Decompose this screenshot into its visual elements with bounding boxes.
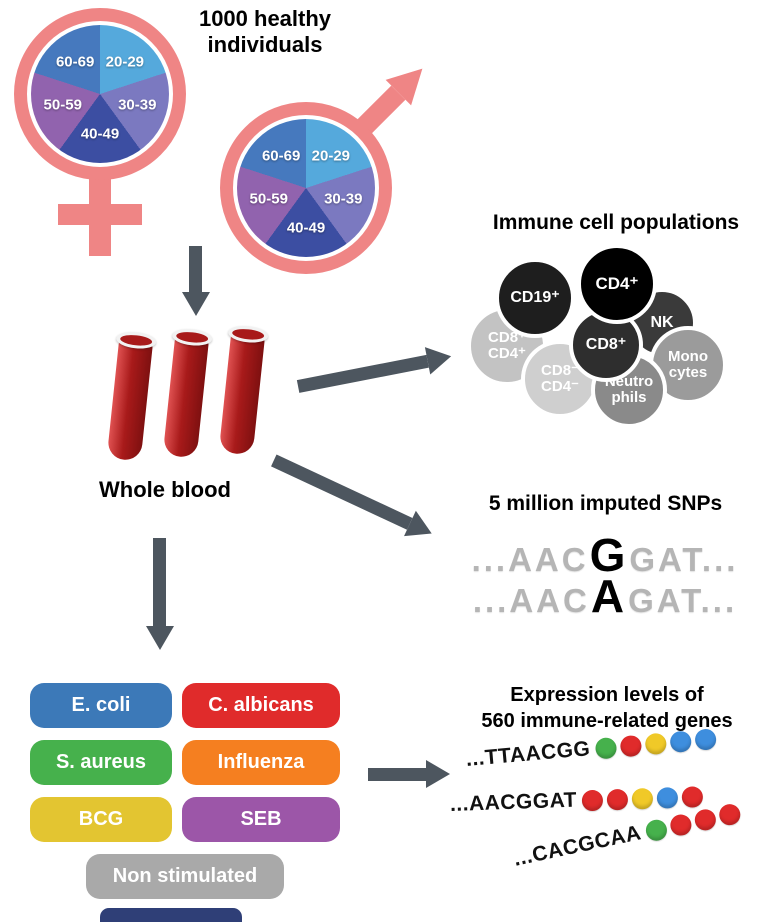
arrow-head [424,342,454,375]
arrow-shaft [368,767,426,781]
expression-dot [692,806,718,832]
arrow-head [426,760,450,788]
expression-dot [717,801,742,827]
stimulus-pill-seb: SEB [182,797,340,842]
cohort-title: 1000 healthy individuals [198,6,332,58]
arrow-shaft [271,454,413,530]
stimulus-pill-bcg: BCG [30,797,172,842]
age-label-30-39: 30-39 [324,190,363,208]
tube-body [218,332,266,456]
expression-dot [668,812,694,838]
expression-dot [619,734,643,757]
expression-dot [644,732,667,755]
stimulus-pill-influenza: Influenza [182,740,340,785]
blood-tube [159,327,213,464]
tube-rim-inner [175,330,209,344]
arrow-individuals-to-blood [182,246,210,316]
arrow-blood-to-stimuli [146,538,174,650]
female-cross-horizontal [58,204,142,225]
tube-body [162,335,210,459]
stimulus-pill-ecoli: E. coli [30,683,172,728]
snp-sequence-post: GAT... [629,541,739,578]
age-label-20-29: 20-29 [105,53,145,71]
cropped-bottom-bar [100,908,242,922]
tube-rim-inner [231,327,265,341]
gene-sequence: ...CACGCAA [511,821,644,871]
cell-cd4: CD4⁺ [577,244,657,324]
age-label-20-29: 20-29 [311,147,351,165]
stimulus-pill-saureus: S. aureus [30,740,172,785]
tube-rim-inner [119,333,153,347]
stimulus-pill-non-stimulated: Non stimulated [86,854,284,899]
expression-dot [606,788,629,811]
arrow-stimuli-to-expression [368,760,450,788]
age-label-40-49: 40-49 [80,125,120,143]
gene-sequence: ...TTAACGG [464,737,592,771]
arrow-head [146,626,174,650]
expression-title: Expression levels of 560 immune-related … [481,684,733,732]
age-label-50-59: 50-59 [43,96,82,114]
arrow-blood-to-cell-populations [295,342,454,399]
age-label-60-69: 60-69 [261,147,301,165]
snp-variant-allele: A [590,570,628,622]
expression-sequence-row: ...AACGGAT [450,784,704,817]
expression-dot [669,729,692,753]
arrow-blood-to-snps [268,447,438,547]
immune-cell-cluster: CD8⁺ CD4⁺ CD8⁻ CD4⁻ CD19⁺ NK Mono cytes … [455,242,757,440]
age-label-30-39: 30-39 [118,96,157,114]
female-circle: 60-69 20-29 30-39 40-49 50-59 [14,8,186,180]
blood-tube [215,324,269,461]
expression-dot [581,789,604,811]
snps-title: 5 million imputed SNPs [488,492,723,515]
expression-dot-strip [581,785,704,811]
blood-tube [103,330,157,467]
snp-sequence-pre: ...AAC [472,582,590,619]
arrow-head [182,292,210,316]
expression-dot [681,785,704,808]
whole-blood-label: Whole blood [99,477,231,502]
cell-cd19: CD19⁺ [495,258,575,338]
stimulus-pill-calbicans: C. albicans [182,683,340,728]
expression-dot [656,786,679,809]
female-age-pie-chart: 60-69 20-29 30-39 40-49 50-59 [31,25,169,163]
immune-populations-title: Immune cell populations [492,211,740,234]
blood-tubes [106,324,284,474]
arrow-shaft [189,246,203,292]
female-symbol: 60-69 20-29 30-39 40-49 50-59 [12,6,226,268]
snp-sequence-pre: ...AAC [471,541,589,578]
arrow-shaft [153,538,167,626]
expression-dot [643,817,669,843]
male-circle: 60-69 20-29 30-39 40-49 50-59 [220,102,392,274]
expression-dot [594,736,618,760]
snp-sequence-post: GAT... [628,582,738,619]
expression-dot [693,727,717,751]
male-symbol: 60-69 20-29 30-39 40-49 50-59 [208,40,458,280]
male-age-pie-chart: 60-69 20-29 30-39 40-49 50-59 [237,119,375,257]
age-label-60-69: 60-69 [55,53,95,71]
age-label-40-49: 40-49 [286,219,326,237]
arrow-shaft [296,354,429,393]
tube-body [106,338,154,462]
expression-dot [631,787,654,810]
age-label-50-59: 50-59 [249,190,288,208]
gene-sequence: ...AACGGAT [449,788,578,816]
snp-variant-allele: G [589,529,629,581]
